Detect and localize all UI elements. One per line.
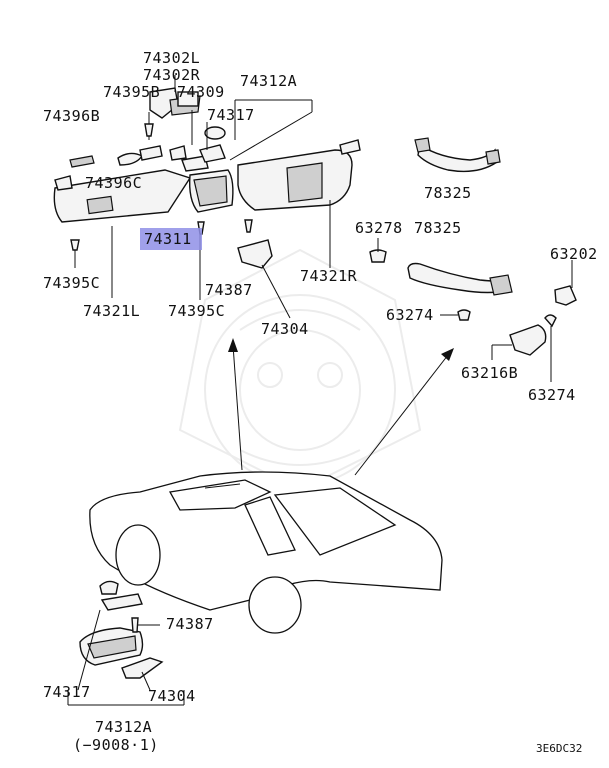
label-74396C: 74396C — [85, 174, 142, 192]
label-74387-bottom: 74387 — [166, 615, 214, 633]
sunvisor-left-assembly — [53, 145, 192, 298]
grip-parts-74304 — [237, 239, 291, 319]
assist-grip-upper — [414, 137, 501, 173]
part-labels: 74302L 74302R 74395B 74309 74312A 74396B… — [43, 49, 598, 755]
label-74312A-bottom: 74312A — [95, 718, 152, 736]
label-74396B: 74396B — [43, 107, 100, 125]
rearview-mirror-bottom — [67, 580, 185, 706]
label-74321L: 74321L — [83, 302, 140, 320]
label-63274-right: 63274 — [528, 386, 576, 404]
pointer-arrows — [228, 338, 454, 476]
label-74321R: 74321R — [300, 267, 358, 285]
label-74304-bottom: 74304 — [148, 687, 196, 705]
coat-hook-parts — [491, 260, 577, 382]
label-74312A-top: 74312A — [240, 72, 297, 90]
assist-grip-lower — [369, 238, 513, 321]
label-74302L: 74302L — [143, 49, 200, 67]
label-63202: 63202 — [550, 245, 598, 263]
label-74309: 74309 — [177, 83, 225, 101]
part-highlight — [140, 228, 202, 250]
label-74317-bottom: 74317 — [43, 683, 91, 701]
label-74395B: 74395B — [103, 83, 160, 101]
label-74311: 74311 — [144, 230, 192, 248]
rearview-mirror-top — [144, 75, 234, 300]
label-63216B: 63216B — [461, 364, 518, 382]
sunvisor-right-assembly — [229, 99, 361, 268]
label-78325-mid: 78325 — [414, 219, 462, 237]
label-74304-top: 74304 — [261, 320, 309, 338]
label-63278: 63278 — [355, 219, 403, 237]
label-74395C-mid: 74395C — [168, 302, 225, 320]
label-74317-top: 74317 — [207, 106, 255, 124]
label-date-range: (−9008·1) — [73, 736, 159, 754]
car-illustration — [89, 471, 443, 634]
label-diagram-code: 3E6DC32 — [536, 742, 582, 755]
label-74302R: 74302R — [143, 66, 201, 84]
label-74395C-left: 74395C — [43, 274, 100, 292]
label-74387-top: 74387 — [205, 281, 253, 299]
label-63274-mid: 63274 — [386, 306, 434, 324]
label-78325-top: 78325 — [424, 184, 472, 202]
